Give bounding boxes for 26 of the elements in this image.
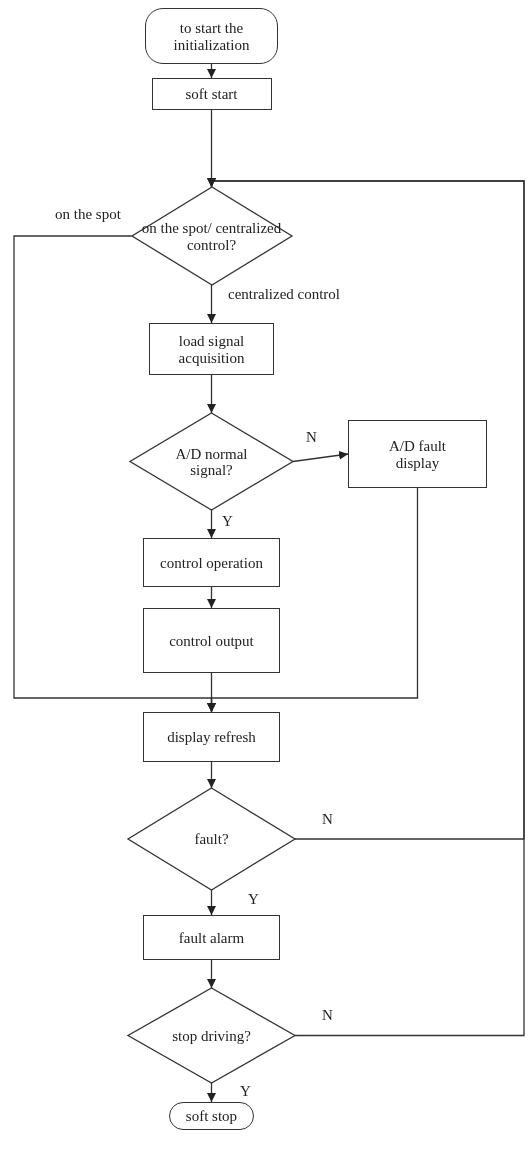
process-box: load signal acquisition: [149, 323, 274, 375]
arrow: [207, 761, 216, 789]
edge-label: on the spot: [55, 207, 121, 223]
process-box: A/D fault display: [348, 420, 487, 488]
process-box: control operation: [143, 538, 280, 587]
process-box: soft start: [151, 78, 272, 110]
arrow: [207, 178, 525, 1037]
arrow: [207, 509, 216, 539]
arrow: [207, 374, 216, 414]
decision-diamond: A/D normal signal?: [130, 413, 293, 510]
arrow: [207, 586, 216, 609]
terminal-box: soft stop: [169, 1102, 254, 1130]
arrow: [207, 284, 216, 324]
arrow: [207, 487, 419, 713]
terminal-box: to start the initialization: [145, 8, 278, 64]
arrow: [207, 63, 216, 79]
arrow: [292, 450, 349, 463]
process-box: fault alarm: [143, 915, 280, 960]
decision-diamond: on the spot/ centralized control?: [131, 187, 292, 285]
arrow: [207, 1082, 216, 1103]
arrow: [207, 959, 216, 989]
decision-diamond: fault?: [128, 788, 295, 890]
arrow: [207, 889, 216, 916]
process-box: control output: [143, 608, 280, 673]
decision-diamond: stop driving?: [128, 988, 295, 1083]
process-box: display refresh: [143, 712, 280, 762]
